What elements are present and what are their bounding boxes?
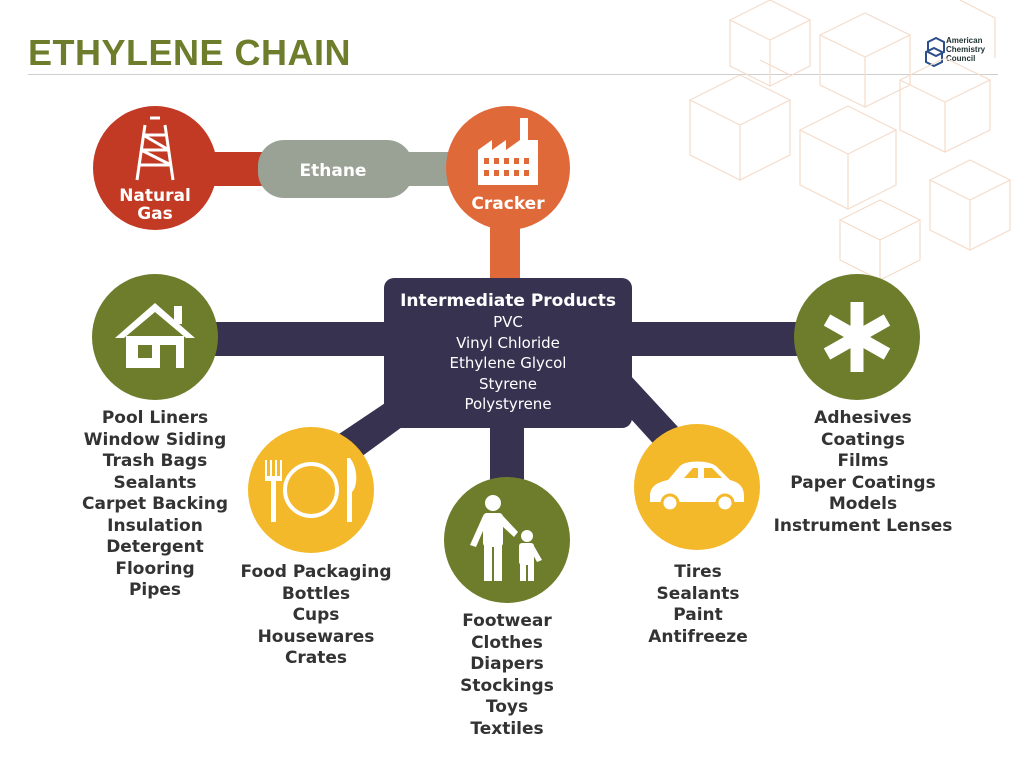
list-item: Housewares bbox=[257, 626, 375, 647]
intermediate-box bbox=[384, 278, 632, 428]
cube-pattern bbox=[688, 0, 1012, 281]
intermediate-item: Polystyrene bbox=[464, 395, 552, 413]
list-item: Footwear bbox=[462, 611, 552, 631]
list-item: Trash Bags bbox=[102, 451, 208, 471]
list-item: Tires bbox=[674, 562, 722, 582]
logo-line: American bbox=[946, 36, 983, 45]
page-title: ETHYLENE CHAIN bbox=[28, 32, 352, 73]
ethane-cylinder bbox=[258, 140, 413, 198]
list-item: Models bbox=[828, 494, 898, 514]
list-item: Paint bbox=[673, 605, 723, 625]
construction-list: Pool Liners Window Siding Trash Bags Sea… bbox=[70, 408, 240, 602]
list-item: Cups bbox=[292, 605, 340, 625]
list-item: Clothes bbox=[471, 632, 543, 653]
list-item: Antifreeze bbox=[648, 626, 748, 647]
automotive-list: Tires Sealants Paint Antifreeze bbox=[638, 562, 758, 648]
intermediate-item: PVC bbox=[493, 313, 523, 331]
plate-fork-knife-icon bbox=[265, 458, 357, 522]
asterisk-icon bbox=[823, 302, 891, 372]
list-item: Films bbox=[837, 451, 889, 471]
logo-line: Council bbox=[946, 54, 976, 63]
list-item: Paper Coatings bbox=[790, 472, 936, 493]
car-icon bbox=[650, 461, 744, 513]
adult-child-icon bbox=[470, 495, 542, 581]
list-item: Coatings bbox=[821, 429, 905, 450]
natural-gas-label: Natural Gas bbox=[110, 187, 200, 223]
family-node bbox=[444, 477, 570, 603]
food-node bbox=[248, 427, 374, 553]
list-item: Pool Liners bbox=[101, 408, 209, 428]
list-item: Carpet Backing bbox=[82, 494, 228, 514]
house-icon bbox=[115, 303, 195, 368]
ethane-label: Ethane bbox=[299, 161, 367, 181]
title-rule bbox=[28, 74, 998, 75]
food-list: Food Packaging Bottles Cups Housewares C… bbox=[236, 562, 396, 670]
list-item: Instrument Lenses bbox=[773, 515, 953, 536]
list-item: Crates bbox=[284, 648, 348, 668]
list-item: Textiles bbox=[470, 718, 544, 739]
natural-gas-line: Natural bbox=[119, 186, 191, 206]
intermediate-products: Intermediate Products PVC Vinyl Chloride… bbox=[384, 280, 632, 428]
natural-gas-node bbox=[93, 106, 217, 230]
oil-derrick-icon bbox=[135, 116, 175, 181]
cracker-label: Cracker bbox=[471, 194, 545, 214]
list-item: Adhesives bbox=[814, 408, 912, 428]
list-item: Bottles bbox=[281, 583, 351, 604]
list-item: Sealants bbox=[113, 472, 197, 493]
list-item: Window Siding bbox=[83, 429, 227, 450]
other-list: Adhesives Coatings Films Paper Coatings … bbox=[770, 408, 956, 537]
intermediate-item: Styrene bbox=[478, 374, 538, 393]
list-item: Flooring bbox=[115, 558, 195, 579]
list-item: Toys bbox=[485, 697, 529, 717]
intermediate-item: Vinyl Chloride bbox=[456, 333, 560, 352]
list-item: Stockings bbox=[460, 675, 554, 696]
intermediate-item: Ethylene Glycol bbox=[449, 354, 567, 372]
acc-logo-icon bbox=[925, 36, 945, 68]
natural-gas-line: Gas bbox=[137, 204, 173, 224]
list-item: Detergent bbox=[106, 537, 204, 557]
factory-icon bbox=[478, 118, 538, 185]
list-item: Diapers bbox=[470, 654, 544, 674]
list-item: Sealants bbox=[656, 583, 740, 604]
list-item: Food Packaging bbox=[240, 562, 392, 582]
list-item: Pipes bbox=[128, 580, 182, 600]
acc-logo-text: American Chemistry Council bbox=[946, 36, 985, 63]
list-item: Insulation bbox=[107, 515, 203, 536]
logo-line: Chemistry bbox=[946, 45, 986, 54]
intermediate-title: Intermediate Products bbox=[400, 291, 616, 311]
family-list: Footwear Clothes Diapers Stockings Toys … bbox=[437, 611, 577, 740]
